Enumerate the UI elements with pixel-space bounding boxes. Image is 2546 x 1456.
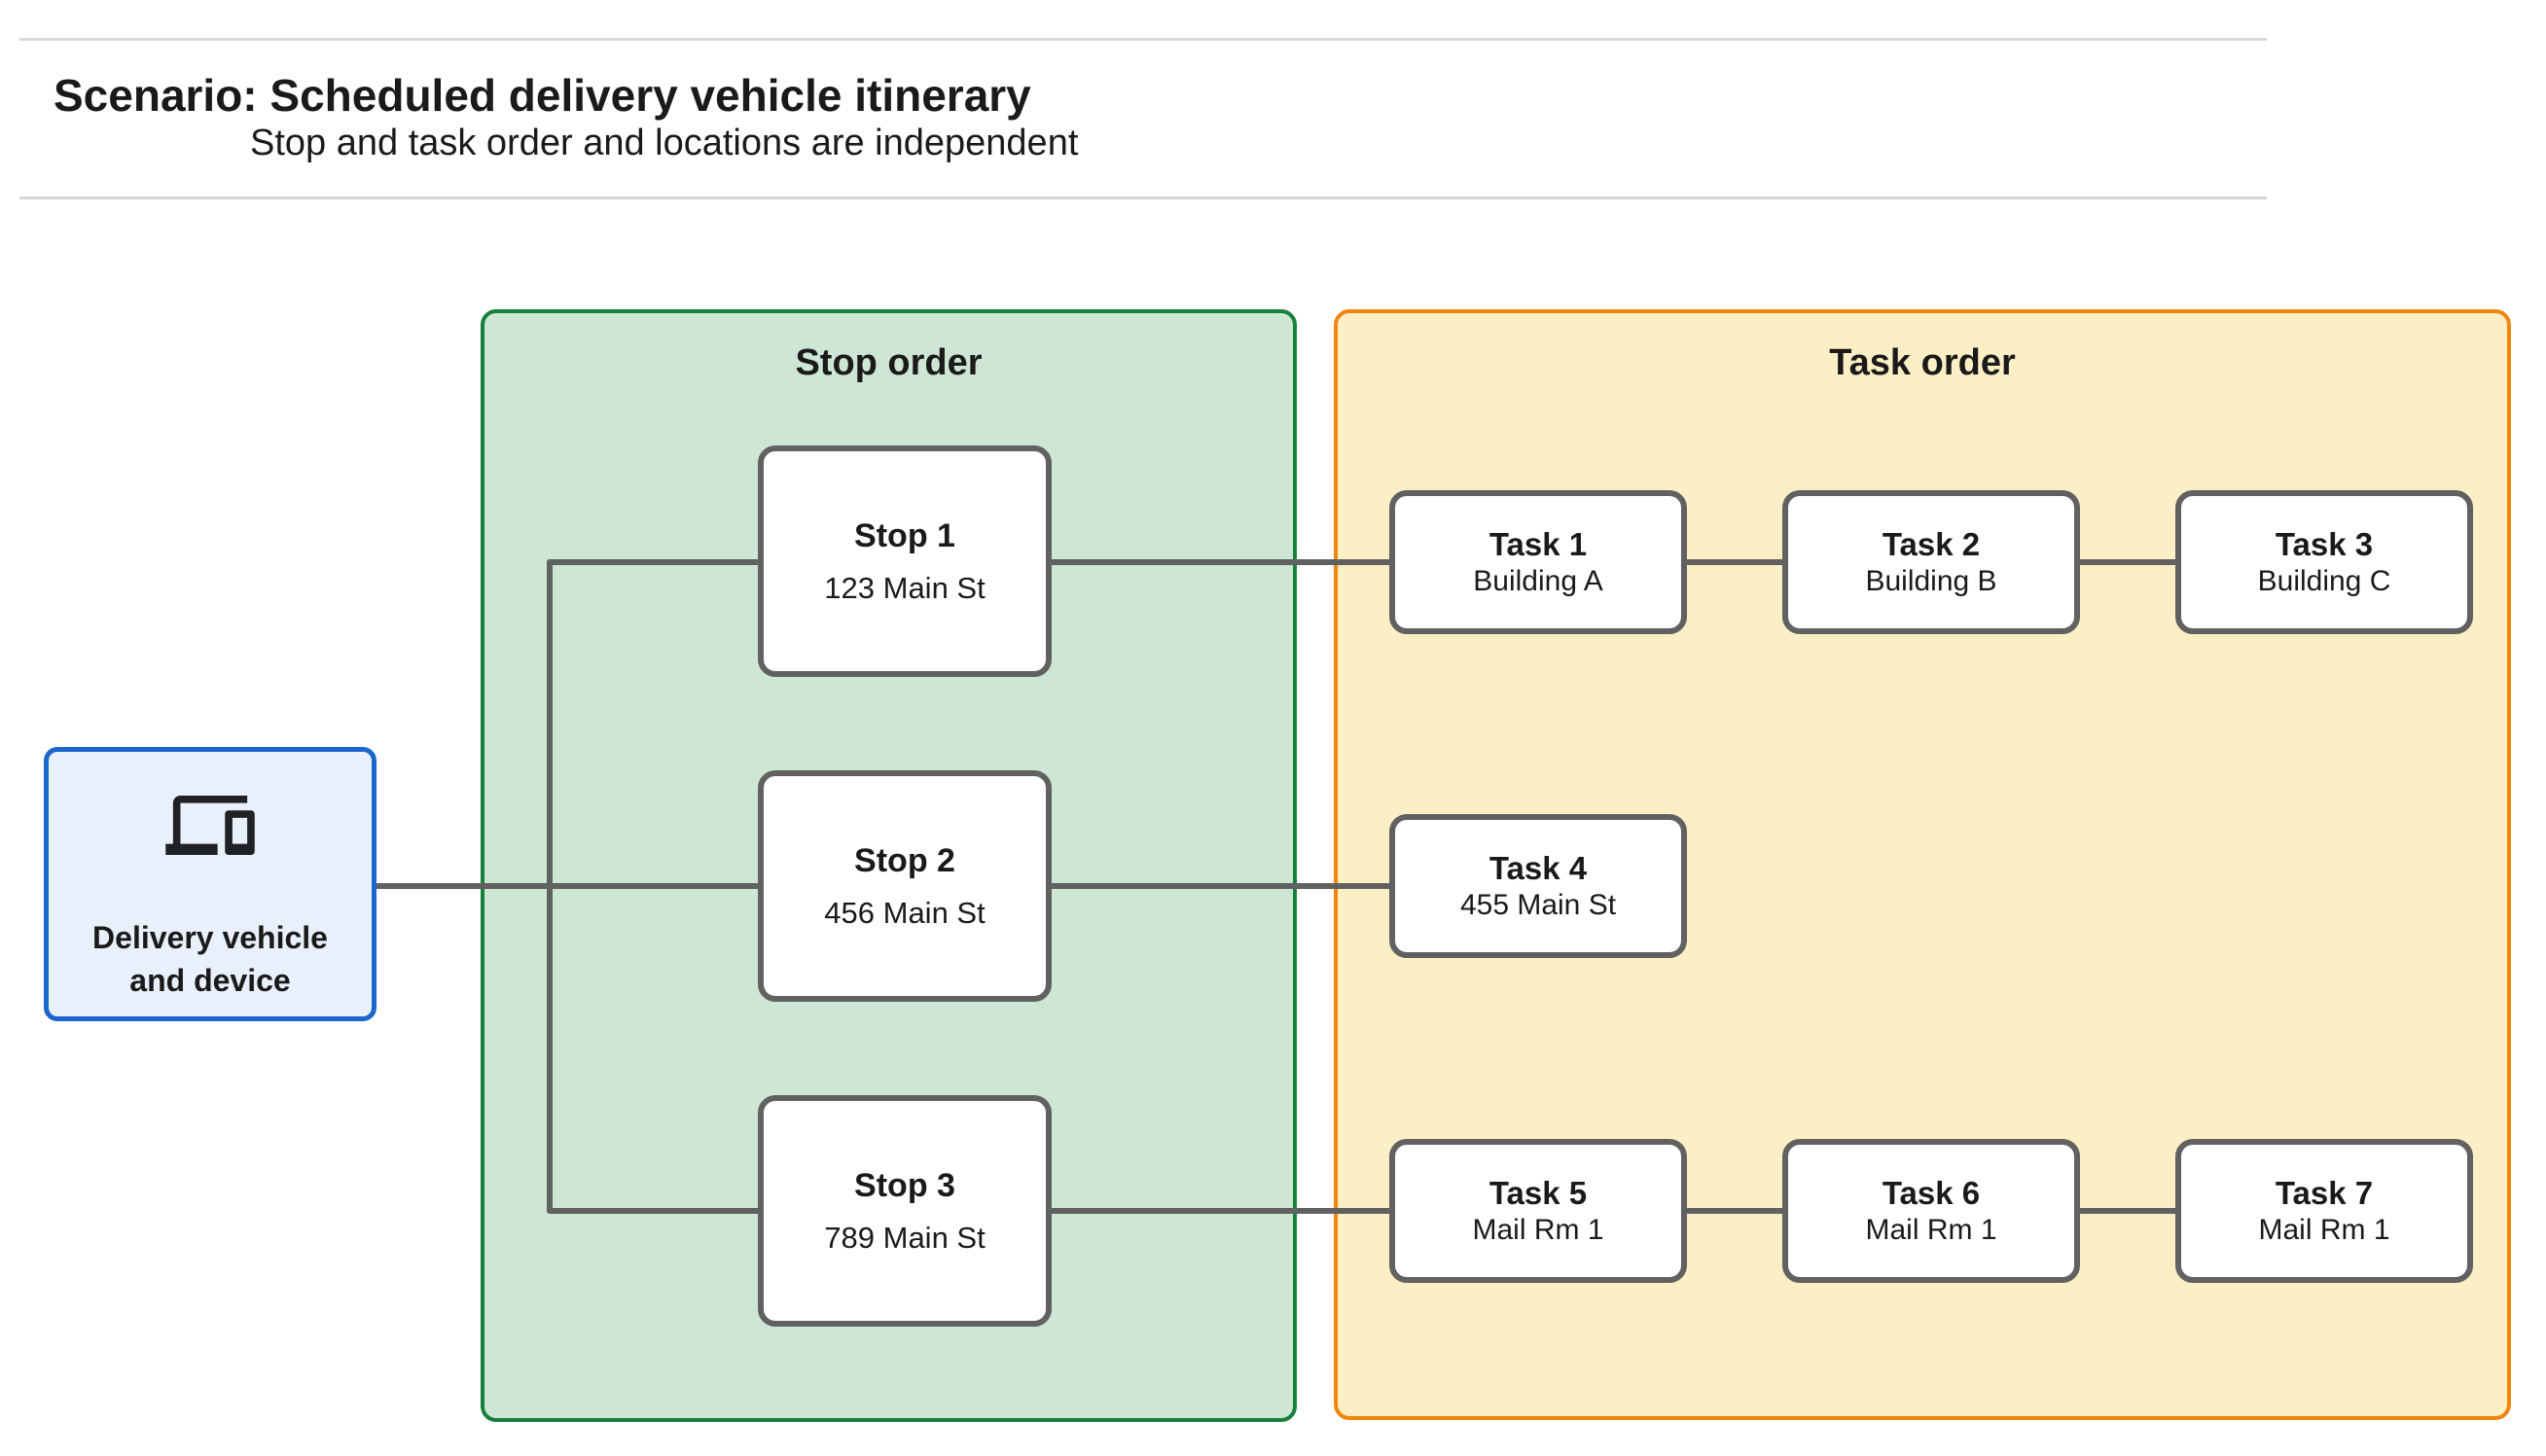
task-order-panel-title: Task order [1829,342,2016,383]
page-subtitle: Stop and task order and locations are in… [250,123,1079,163]
task-5-location: Mail Rm 1 [1472,1213,1604,1246]
stop-2-title: Stop 2 [854,841,955,879]
task-7-location: Mail Rm 1 [2258,1213,2390,1246]
task-1-location: Building A [1473,564,1603,597]
task-5-node: Task 5 Mail Rm 1 [1389,1139,1687,1283]
connector-bus-stop3 [547,1208,761,1214]
task-4-title: Task 4 [1488,849,1588,886]
stop-2-node: Stop 2 456 Main St [758,770,1052,1002]
connector-bus-stop1 [547,559,761,565]
vehicle-label-line2: and device [129,962,291,998]
devices-icon [165,796,255,856]
connector-task1-task2 [1685,559,1785,565]
divider-top [19,38,2267,41]
task-2-location: Building B [1865,564,1997,597]
connector-stop1-task1 [1049,559,1392,565]
task-5-title: Task 5 [1488,1174,1588,1211]
task-2-node: Task 2 Building B [1782,490,2080,634]
connector-task5-task6 [1685,1208,1785,1214]
connector-vehicle-stop2 [375,883,761,889]
vehicle-label-line1: Delivery vehicle [92,920,328,956]
task-3-title: Task 3 [2275,525,2374,562]
task-6-location: Mail Rm 1 [1865,1213,1997,1246]
delivery-vehicle-node: Delivery vehicle and device [44,747,377,1021]
task-1-title: Task 1 [1488,525,1588,562]
stop-3-node: Stop 3 789 Main St [758,1095,1052,1327]
task-6-node: Task 6 Mail Rm 1 [1782,1139,2080,1283]
connector-task2-task3 [2077,559,2178,565]
task-3-location: Building C [2257,564,2391,597]
stop-1-title: Stop 1 [854,516,955,554]
stop-2-location: 456 Main St [824,895,986,930]
divider-bottom [19,196,2267,199]
task-6-title: Task 6 [1882,1174,1981,1211]
task-4-node: Task 4 455 Main St [1389,814,1687,958]
connector-stop3-task5 [1049,1208,1392,1214]
stop-3-location: 789 Main St [824,1220,986,1255]
task-2-title: Task 2 [1882,525,1981,562]
connector-task6-task7 [2077,1208,2178,1214]
stop-3-title: Stop 3 [854,1166,955,1204]
stop-1-location: 123 Main St [824,570,986,605]
connector-stop2-task4 [1049,883,1392,889]
task-7-node: Task 7 Mail Rm 1 [2175,1139,2473,1283]
stop-order-panel-title: Stop order [795,342,983,383]
task-3-node: Task 3 Building C [2175,490,2473,634]
page-title: Scenario: Scheduled delivery vehicle iti… [54,70,1031,121]
task-1-node: Task 1 Building A [1389,490,1687,634]
task-4-location: 455 Main St [1459,888,1617,921]
vehicle-node-label: Delivery vehicle and device [92,917,328,1001]
task-7-title: Task 7 [2275,1174,2374,1211]
stop-1-node: Stop 1 123 Main St [758,445,1052,677]
connector-stop-bus [547,559,553,1214]
